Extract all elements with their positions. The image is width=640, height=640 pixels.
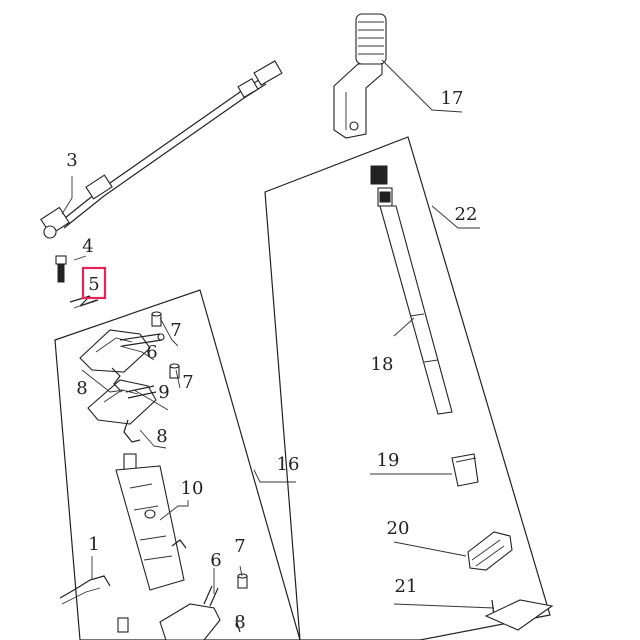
callout-16: 16 [277,454,300,475]
group-22-outline [264,136,551,640]
callout-17: 17 [441,88,464,109]
callout-4: 4 [82,236,93,257]
leader-lines [61,59,495,609]
callout-7-c: 7 [234,536,245,557]
callout-22: 22 [455,204,478,225]
part-7-pin-a [151,311,162,327]
callout-20: 20 [387,518,410,539]
callout-18: 18 [371,354,394,375]
part-10-shift-drum [115,453,187,591]
part-19-bushing [451,453,479,487]
part-small-bolt-lower [117,617,129,633]
part-8-spring-a [111,367,123,393]
part-17-gear-pedal [333,13,387,139]
callout-6-upper: 6 [146,342,157,363]
part-7-pin-b [169,363,180,379]
part-8-spring-b [123,419,141,443]
callout-1: 1 [88,534,99,555]
part-shift-fork-upper [79,329,165,373]
callout-7-a: 7 [170,320,181,341]
part-7-pin-c [237,573,248,589]
callout-6-lower: 6 [210,550,221,571]
callout-5: 5 [88,274,99,295]
callout-10: 10 [181,478,204,499]
callout-7-b: 7 [182,372,193,393]
callout-8-a: 8 [76,378,87,399]
group-16-outline [54,289,301,640]
callout-9: 9 [158,382,169,403]
callout-8-b: 8 [156,426,167,447]
part-1-spring [59,575,111,605]
callout-19: 19 [377,450,400,471]
part-20-seal [467,531,513,571]
callout-3: 3 [66,150,77,171]
part-18-shaft [370,165,453,415]
highlight-box [81,266,107,300]
part-3-cable [40,60,283,239]
part-4-bolt [55,255,67,283]
callout-8-c: 8 [234,612,245,633]
part-8-spring-c [235,619,241,633]
part-6-fork-lower [159,585,221,640]
callout-21: 21 [395,576,418,597]
part-shift-fork-middle [87,379,157,425]
part-5-clip [69,295,99,309]
